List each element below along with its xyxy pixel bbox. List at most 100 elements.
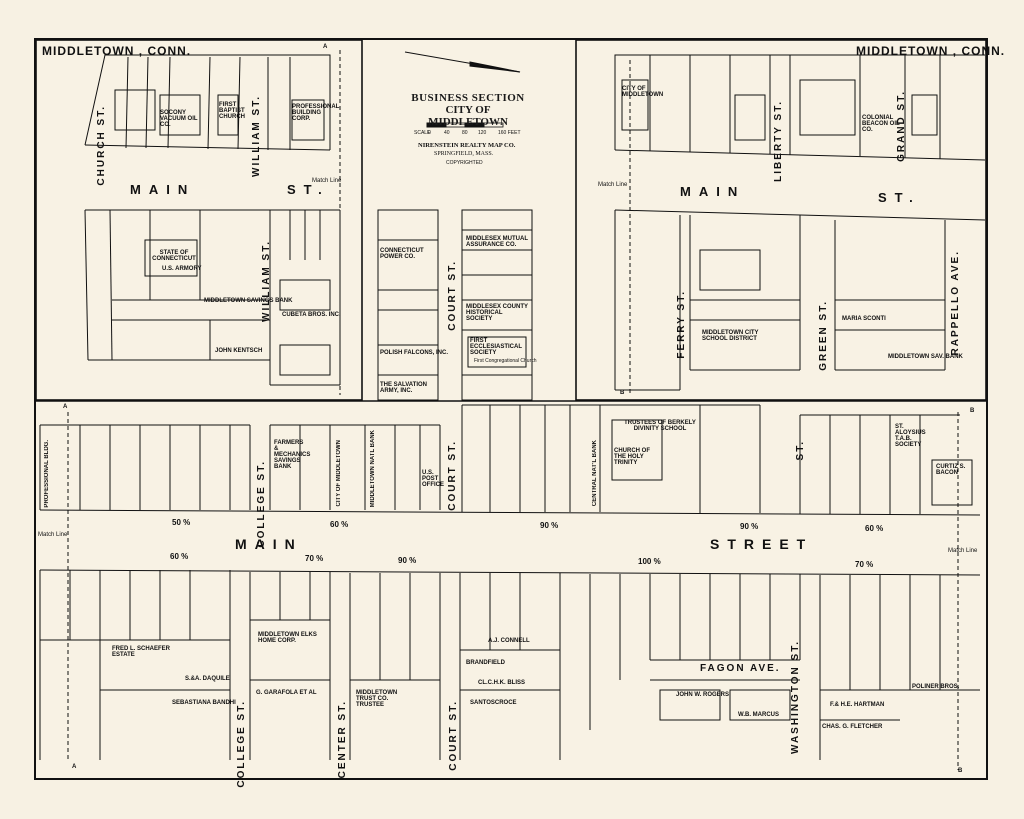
street-st-right: ST. bbox=[878, 190, 921, 205]
street-green: GREEN ST. bbox=[818, 300, 829, 371]
building-us-post-office: U.S. POST OFFICE bbox=[422, 470, 444, 488]
scale-label: SCALE bbox=[414, 130, 431, 136]
building-poliner-bros: POLINER BROS. bbox=[912, 684, 960, 690]
building-professional-corp: PROFESSIONAL BUILDING CORP. bbox=[292, 104, 340, 122]
match-point-b-left: B bbox=[620, 390, 625, 396]
building-cubeta-bros: CUBETA BROS. INC. bbox=[282, 312, 341, 318]
scale-tick-160: 160 FEET bbox=[498, 130, 521, 136]
building-colonial-beacon: COLONIAL BEACON OIL CO. bbox=[862, 115, 900, 133]
street-william-mid: WILLIAM ST. bbox=[261, 240, 272, 322]
pct-4: 90 % bbox=[740, 522, 759, 531]
building-salvation-army: THE SALVATION ARMY, INC. bbox=[380, 382, 427, 394]
building-brandfield: BRANDFIELD bbox=[466, 660, 505, 666]
title-line-1: BUSINESS SECTION bbox=[411, 92, 525, 104]
building-st-aloysius: ST. ALOYSIUS T.A.B. SOCIETY bbox=[895, 424, 926, 448]
building-state-of-connecticut: STATE OF CONNECTICUT bbox=[152, 250, 196, 262]
north-arrow bbox=[404, 51, 521, 73]
pct-10: 70 % bbox=[855, 560, 874, 569]
street-church: CHURCH ST. bbox=[96, 105, 107, 186]
pct-3: 90 % bbox=[540, 521, 559, 530]
match-point-a-bottom: A bbox=[72, 764, 77, 770]
building-middletown-trust: MIDDLETOWN TRUST CO. TRUSTEE bbox=[356, 690, 398, 708]
building-john-kentsch: JOHN KENTSCH bbox=[215, 348, 263, 354]
street-washington: WASHINGTON ST. bbox=[790, 640, 801, 754]
publisher-name: NIRENSTEIN REALTY MAP CO. bbox=[418, 142, 516, 149]
title-line-3: MIDDLETOWN bbox=[428, 116, 508, 128]
street-st-left: ST. bbox=[287, 182, 330, 197]
pct-5: 60 % bbox=[865, 524, 884, 533]
street-main-bottom: MAIN bbox=[235, 536, 303, 552]
map-sheet bbox=[34, 38, 988, 780]
city-label-right: MIDDLETOWN , CONN. bbox=[856, 44, 1006, 58]
inset-frame-top-left bbox=[35, 39, 363, 401]
building-first-congregational: First Congregational Church bbox=[474, 358, 537, 364]
street-college-mid: COLLEGE ST. bbox=[256, 460, 267, 548]
pct-9: 100 % bbox=[638, 557, 661, 566]
building-us-armory: U.S. ARMORY bbox=[162, 266, 202, 272]
building-polish-falcons: POLISH FALCONS, INC. bbox=[380, 350, 449, 356]
pct-7: 70 % bbox=[305, 554, 324, 563]
building-connecticut-power: CONNECTICUT POWER CO. bbox=[380, 248, 424, 260]
inset-frame-top-right bbox=[575, 39, 987, 401]
copyright: COPYRIGHTED bbox=[446, 160, 483, 166]
street-center-bottom: CENTER ST. bbox=[337, 700, 348, 779]
street-william-top: WILLIAM ST. bbox=[251, 95, 262, 177]
building-middlesex-mutual: MIDDLESEX MUTUAL ASSURANCE CO. bbox=[466, 236, 528, 248]
scale-tick-40: 40 bbox=[444, 130, 450, 136]
building-first-ecclesiastical: FIRST ECCLESIASTICAL SOCIETY bbox=[470, 338, 522, 356]
building-fletcher: CHAS. G. FLETCHER bbox=[822, 724, 883, 730]
building-middletown-natl-bank: MIDDLETOWN NATL BANK bbox=[370, 430, 376, 508]
building-john-rogers: JOHN W. ROGERS bbox=[676, 692, 730, 698]
publisher-city: SPRINGFIELD, MASS. bbox=[434, 151, 494, 157]
street-court-mid: COURT ST. bbox=[447, 260, 458, 331]
building-city-of-middletown-mid: CITY OF MIDDLETOWN bbox=[336, 440, 342, 507]
match-line-top-left: Match Line bbox=[312, 178, 342, 184]
building-city-school-district: MIDDLETOWN CITY SCHOOL DISTRICT bbox=[702, 330, 759, 342]
street-liberty: LIBERTY ST. bbox=[773, 100, 784, 182]
building-holy-trinity: CHURCH OF THE HOLY TRINITY bbox=[614, 448, 650, 466]
match-point-b-bottom: B bbox=[958, 768, 963, 774]
match-point-b-right: B bbox=[970, 408, 975, 414]
match-line-bottom-right: Match Line bbox=[948, 548, 978, 554]
match-point-a-top: A bbox=[323, 44, 328, 50]
building-socony: SOCONY VACUUM OIL CO. bbox=[160, 110, 198, 128]
pct-1: 50 % bbox=[172, 518, 191, 527]
pct-8: 90 % bbox=[398, 556, 417, 565]
building-garafola: G. GARAFOLA ET AL bbox=[256, 690, 317, 696]
street-college-bottom: COLLEGE ST. bbox=[236, 700, 247, 788]
building-wb-marcus: W.B. MARCUS bbox=[738, 712, 779, 718]
building-daquile: S.&A. DAQUILE bbox=[185, 676, 230, 682]
building-aj-connell: A.J. CONNELL bbox=[488, 638, 530, 644]
building-middletown-savings-bank: MIDDLETOWN SAVINGS BANK bbox=[204, 298, 293, 304]
building-elks-home: MIDDLETOWN ELKS HOME CORP. bbox=[258, 632, 317, 644]
pct-2: 60 % bbox=[330, 520, 349, 529]
building-bliss: CL.C.H.K. BLISS bbox=[478, 680, 526, 686]
building-first-baptist: FIRST BAPTIST CHURCH bbox=[219, 102, 245, 120]
building-city-of-middletown-top: CITY OF MIDDLETOWN bbox=[622, 86, 664, 98]
match-line-bottom-left: Match Line bbox=[38, 532, 68, 538]
title-line-2: CITY OF bbox=[445, 104, 491, 116]
building-berkely-divinity: TRUSTEES OF BERKELY DIVINITY SCHOOL bbox=[624, 420, 696, 432]
match-point-a-left: A bbox=[63, 404, 68, 410]
street-ferry: FERRY ST. bbox=[676, 290, 687, 359]
building-middletown-sav-bank: MIDDLETOWN SAV. BANK bbox=[888, 354, 963, 360]
match-line-top-right: Match Line bbox=[598, 182, 628, 188]
building-santoscroce: SANTOSCROCE bbox=[470, 700, 517, 706]
building-historical-society: MIDDLESEX COUNTY HISTORICAL SOCIETY bbox=[466, 304, 528, 322]
street-rappello: RAPPELLO AVE. bbox=[950, 250, 961, 356]
scale-tick-80: 80 bbox=[462, 130, 468, 136]
building-sebastiana-bandhi: SEBASTIANA BANDHI bbox=[172, 700, 236, 706]
building-fred-schaefer: FRED L. SCHAEFER ESTATE bbox=[112, 646, 171, 658]
scale-tick-120: 120 bbox=[478, 130, 487, 136]
street-main-left: MAIN bbox=[130, 182, 196, 197]
city-label-left: MIDDLETOWN , CONN. bbox=[42, 44, 192, 58]
building-maria-sconti: MARIA SCONTI bbox=[842, 316, 886, 322]
street-st-right-mid: ST. bbox=[795, 440, 806, 461]
building-professional-bldg: PROFESSIONAL BLDG. bbox=[44, 440, 50, 508]
building-curtiz-bacon: CURTIZ S. BACON bbox=[936, 464, 966, 476]
scale-tick-0: 0 bbox=[428, 130, 431, 136]
street-court-bottom: COURT ST. bbox=[448, 700, 459, 771]
building-central-natl-bank: CENTRAL NAT'L BANK bbox=[592, 440, 598, 507]
street-street-bottom: STREET bbox=[710, 536, 814, 552]
